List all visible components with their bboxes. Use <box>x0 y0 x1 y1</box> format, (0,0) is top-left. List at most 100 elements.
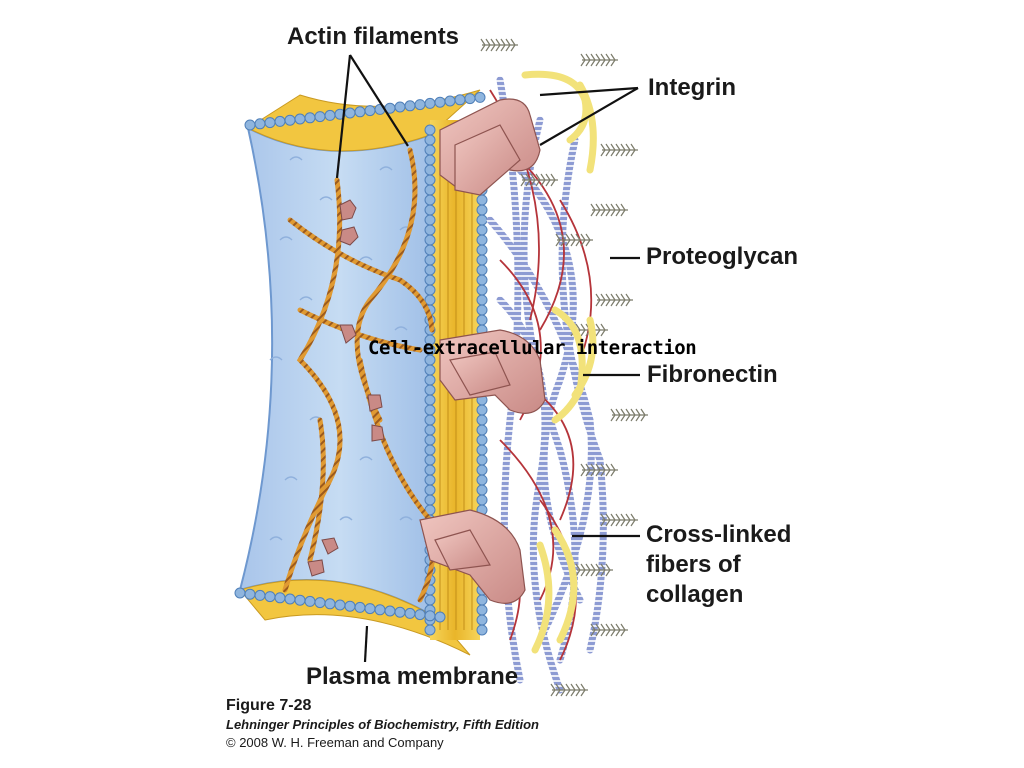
lipid-head <box>476 434 488 446</box>
lipid-head <box>424 184 436 196</box>
integrin-proteins <box>419 98 546 604</box>
lipid-head <box>244 119 256 131</box>
collagen-label-line-1: Cross-linked <box>646 521 792 548</box>
lipid-head <box>314 111 326 123</box>
lipid-head <box>424 384 436 396</box>
lipid-head <box>274 592 286 604</box>
lipid-head <box>424 374 436 386</box>
lipid-head <box>476 264 488 276</box>
lipid-head <box>324 598 336 610</box>
figure-number: Figure 7-28 <box>226 697 312 714</box>
collagen-label: Cross-linked fibers of collagen <box>646 520 791 610</box>
lipid-head <box>424 424 436 436</box>
lipid-head <box>424 144 436 156</box>
lipid-head <box>424 474 436 486</box>
proteoglycan-feather <box>600 513 638 527</box>
lipid-head <box>476 454 488 466</box>
proteoglycan-feather <box>550 683 588 697</box>
lipid-head <box>424 254 436 266</box>
lipid-head <box>464 93 476 105</box>
lipid-head <box>424 204 436 216</box>
actin-filaments <box>282 147 436 603</box>
proteoglycan-feather <box>555 233 593 247</box>
lipid-head <box>476 474 488 486</box>
lipid-head <box>476 254 488 266</box>
lipid-head <box>304 112 316 124</box>
lipid-head <box>424 464 436 476</box>
proteoglycan-feather <box>520 173 558 187</box>
lipid-head <box>424 164 436 176</box>
lipid-head <box>354 106 366 118</box>
lipid-head <box>444 95 456 107</box>
lipid-head <box>334 599 346 611</box>
lipid-head <box>476 214 488 226</box>
lipid-head <box>476 274 488 286</box>
proteoglycan-feather <box>595 293 633 307</box>
lipid-head <box>476 244 488 256</box>
lipid-head <box>424 214 436 226</box>
integrin-label: Integrin <box>648 74 736 101</box>
lipid-head <box>454 94 466 106</box>
lipid-head <box>394 606 406 618</box>
lipid-head <box>476 604 488 616</box>
lipid-head <box>384 605 396 617</box>
lipid-head <box>284 593 296 605</box>
lipid-head <box>424 224 436 236</box>
lipid-head <box>424 404 436 416</box>
lipid-head <box>264 117 276 129</box>
lipid-head <box>476 204 488 216</box>
lipid-head <box>424 454 436 466</box>
lipid-head <box>424 434 436 446</box>
collagen-label-line-3: collagen <box>646 581 744 608</box>
lipid-head <box>434 611 446 623</box>
lipid-head <box>404 100 416 112</box>
lipid-head <box>474 91 486 103</box>
lipid-head <box>304 595 316 607</box>
lipid-head <box>424 394 436 406</box>
lipid-head <box>476 614 488 626</box>
lipid-head <box>364 105 376 117</box>
lipid-head <box>274 115 286 127</box>
lipid-head <box>404 607 416 619</box>
book-title: Lehninger Principles of Biochemistry, Fi… <box>226 717 539 732</box>
plasma-membrane-label: Plasma membrane <box>306 663 519 690</box>
lipid-head <box>476 234 488 246</box>
lipid-head <box>476 224 488 236</box>
lipid-head <box>476 404 488 416</box>
lipid-head <box>424 264 436 276</box>
collagen-label-line-2: fibers of <box>646 551 741 578</box>
proteoglycan-feather <box>590 203 628 217</box>
copyright: © 2008 W. H. Freeman and Company <box>226 735 444 750</box>
lipid-head <box>476 284 488 296</box>
lipid-head <box>476 304 488 316</box>
lipid-head <box>476 424 488 436</box>
lipid-head <box>424 154 436 166</box>
proteoglycan-feather <box>590 623 628 637</box>
lipid-head <box>314 597 326 609</box>
lipid-head <box>476 414 488 426</box>
lipid-head <box>424 97 436 109</box>
lipid-head <box>294 594 306 606</box>
lipid-head <box>344 107 356 119</box>
figure-caption: Figure 7-28 Lehninger Principles of Bioc… <box>226 696 539 752</box>
lipid-head <box>294 113 306 125</box>
lipid-head <box>476 624 488 636</box>
lipid-head <box>476 494 488 506</box>
proteoglycan-feather <box>610 408 648 422</box>
proteoglycan-feather <box>600 143 638 157</box>
lipid-head <box>324 109 336 121</box>
lipid-head <box>424 484 436 496</box>
lipid-head <box>476 194 488 206</box>
proteoglycan-feather <box>575 563 613 577</box>
lipid-head <box>476 464 488 476</box>
lipid-head <box>476 294 488 306</box>
lipid-head <box>424 244 436 256</box>
lipid-head <box>424 234 436 246</box>
actin-binding-proteins <box>307 199 385 577</box>
overlay-annotation: Cell-extracellular interaction <box>368 337 697 359</box>
lipid-head <box>476 484 488 496</box>
lipid-head <box>364 603 376 615</box>
lipid-head <box>414 609 426 621</box>
lipid-head <box>254 589 266 601</box>
